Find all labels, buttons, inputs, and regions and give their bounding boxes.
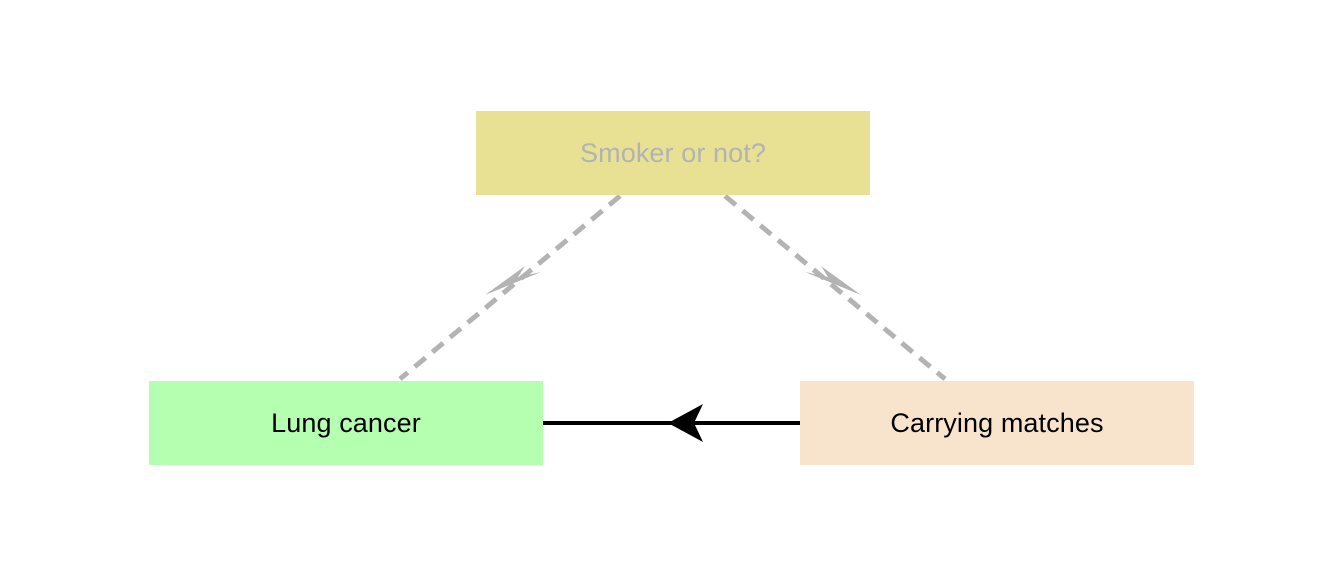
node-label: Carrying matches — [890, 407, 1104, 438]
node-label: Smoker or not? — [580, 137, 766, 168]
node-smoker-or-not[interactable]: Smoker or not? — [476, 111, 870, 195]
edge-carrying-matches-to-lung-cancer — [543, 404, 800, 442]
edge-smoker-to-carrying-matches — [723, 194, 947, 381]
node-lung-cancer[interactable]: Lung cancer — [149, 381, 543, 465]
edge-line — [398, 194, 622, 381]
arrowhead-icon — [485, 266, 541, 295]
arrowhead-icon — [805, 266, 861, 295]
arrowhead-icon — [668, 404, 703, 442]
node-carrying-matches[interactable]: Carrying matches — [800, 381, 1194, 465]
edge-smoker-to-lung-cancer — [398, 194, 622, 381]
edge-line — [723, 194, 947, 381]
node-label: Lung cancer — [271, 407, 421, 438]
